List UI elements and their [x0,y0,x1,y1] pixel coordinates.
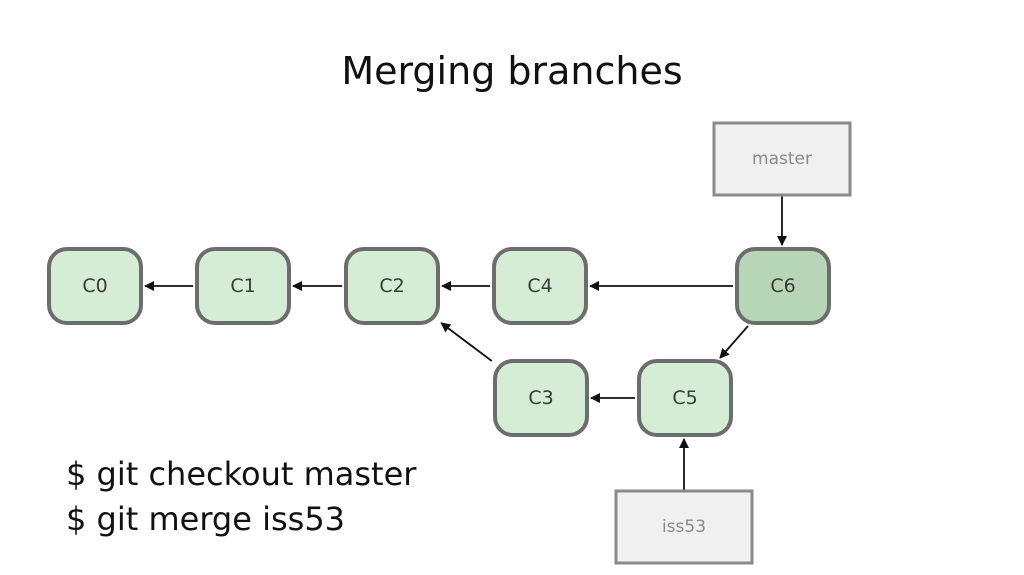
command-block: $ git checkout master $ git merge iss53 [66,452,416,542]
branch-box-iss53 [614,489,754,565]
commit-label-C1: C1 [230,275,255,297]
commit-node-C1: C1 [195,247,291,325]
commit-box-C1 [195,247,291,325]
parent-arrow-C6-to-C5 [719,325,749,359]
commit-node-C2: C2 [344,247,440,325]
commit-box-C6 [735,247,831,325]
commit-label-C6: C6 [770,275,795,297]
commit-box-C5 [637,359,733,437]
commit-node-C4: C4 [492,247,588,325]
edges-layer [144,195,787,491]
branches-layer: master iss53 [614,121,852,565]
branch-iss53: iss53 [614,489,754,565]
commit-box-C0 [47,247,143,325]
commit-node-C6: C6 [735,247,831,325]
commit-node-C3: C3 [493,359,589,437]
command-line-merge: $ git merge iss53 [66,500,346,538]
command-line-checkout: $ git checkout master [66,455,417,493]
commit-label-C3: C3 [528,387,553,409]
commit-label-C0: C0 [82,275,107,297]
commit-label-C4: C4 [527,275,552,297]
commit-node-C5: C5 [637,359,733,437]
branch-master: master [712,121,852,197]
branch-box-master [712,121,852,197]
commit-node-C0: C0 [47,247,143,325]
slide-title: Merging branches [341,49,683,93]
commit-box-C4 [492,247,588,325]
commit-box-C2 [344,247,440,325]
parent-arrow-C3-to-C2 [440,322,493,362]
commit-label-C2: C2 [379,275,404,297]
commit-label-C5: C5 [672,387,697,409]
branch-label-iss53: iss53 [662,517,706,537]
branch-label-master: master [752,149,812,169]
commit-box-C3 [493,359,589,437]
